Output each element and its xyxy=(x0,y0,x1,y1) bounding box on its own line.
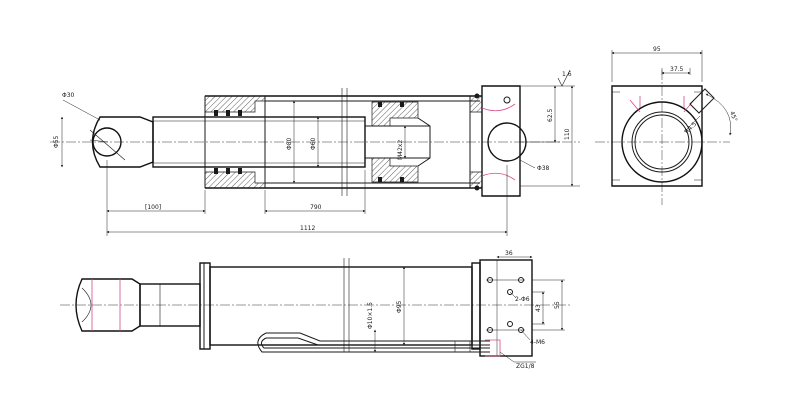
dim-side-angle: 45° xyxy=(728,110,738,122)
dim-head-height: 110 xyxy=(564,128,571,140)
dim-pin-dia: Φ38 xyxy=(537,165,550,172)
external-tube xyxy=(257,332,490,353)
dim-rod-dia: Φ55 xyxy=(53,135,60,148)
dim-bore-dia: Φ80 xyxy=(286,137,293,150)
dim-head-height-upper: 62.5 xyxy=(547,108,554,122)
dim-port-holes: 2-Φ6 xyxy=(515,296,530,303)
gland-bottom xyxy=(204,171,266,189)
bottom-external-view: Φ10×1.5 Φ95 36 2-Φ6 43 55 4-M6 ZG1/8 xyxy=(60,250,570,370)
dim-surface-finish: 1.6 xyxy=(562,71,572,78)
dim-stroke: 790 xyxy=(310,204,322,211)
dim-inner-dia: Φ60 xyxy=(310,137,317,150)
dim-tube-outer: Φ95 xyxy=(396,300,403,313)
dim-port-height-small: 43 xyxy=(535,304,542,312)
rear-head xyxy=(481,85,521,197)
dim-retracted-offset: [100] xyxy=(145,204,161,211)
side-end-view: R4.5 45° 95 37.5 xyxy=(595,46,738,205)
piston-rod xyxy=(152,116,366,168)
bottom-rear-block xyxy=(479,259,533,357)
dim-rod-end-dia: Φ30 xyxy=(62,92,75,99)
dim-thread: M42x2 xyxy=(397,140,404,160)
gland-top xyxy=(204,95,266,113)
bottom-gland xyxy=(199,262,211,350)
dim-port-thread: ZG1/8 xyxy=(516,363,535,370)
rod-eye-bore xyxy=(92,127,122,157)
dim-tube-pipe: Φ10×1.5 xyxy=(367,302,374,329)
dim-overall-length: 1112 xyxy=(300,225,315,232)
end-view-outline xyxy=(611,85,703,187)
end-view-outer-circle xyxy=(621,101,703,183)
dim-mount-holes: 4-M6 xyxy=(530,339,545,346)
bottom-barrel xyxy=(209,266,473,346)
dim-port-spacing: 36 xyxy=(505,250,513,257)
dim-side-offset: 37.5 xyxy=(670,66,684,73)
dim-side-width: 95 xyxy=(653,46,661,53)
front-section-view: Φ30 Φ55 Φ80 Φ60 M42x2 Φ38 1.6 62.5 110 [… xyxy=(50,69,580,236)
dim-port-height-large: 55 xyxy=(554,301,561,309)
